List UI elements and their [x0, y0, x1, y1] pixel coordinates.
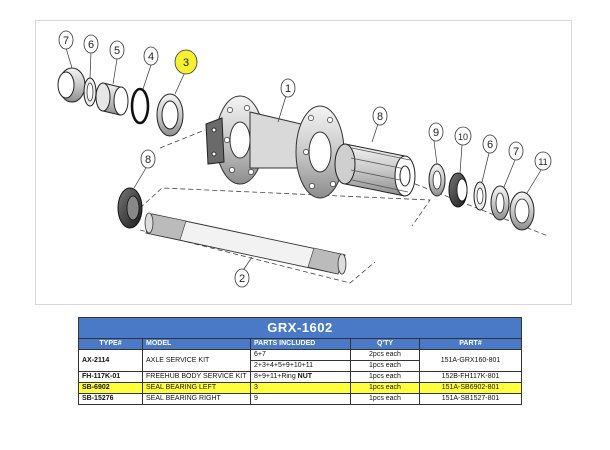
end-cap-7-right [490, 185, 510, 221]
callout-8-freehub: 8 [372, 106, 388, 126]
callout-4: 4 [143, 46, 159, 66]
bearing-7-left [57, 67, 86, 103]
callout-label: 3 [183, 57, 189, 69]
table-row: SB-15276 SEAL BEARING RIGHT 9 1pcs each … [78, 393, 522, 405]
type-cell: SB-15276 [78, 393, 143, 405]
model-cell: AXLE SERVICE KIT [142, 349, 251, 372]
callout-label: 6 [88, 39, 94, 51]
qty-cell: 1pcs each [350, 371, 420, 383]
callout-11: 11 [534, 151, 552, 171]
bearing-9-right [428, 163, 446, 197]
parts-cell: 9 [250, 393, 351, 405]
table-row: AX-2114 AXLE SERVICE KIT 6+7 2pcs each 1… [78, 349, 522, 372]
part-number-cell: 151A-GRX160-801 [419, 349, 522, 372]
part-number-cell: 152B-FH117K-801 [419, 371, 522, 383]
callout-label: 9 [433, 127, 439, 139]
freehub-body [334, 143, 416, 197]
col-part-number: PART# [419, 338, 522, 350]
parts-table: GRX-1602 TYPE# MODEL PARTS INCLUDED Q'TY… [78, 317, 522, 405]
hub-body [205, 95, 345, 199]
callout-label: 2 [239, 273, 245, 285]
parts-text: 8+9+11+Ring [254, 373, 296, 380]
qty-cell: 2pcs each [350, 349, 420, 361]
callout-label: 8 [377, 111, 383, 123]
callout-label: 8 [145, 154, 151, 166]
qty-cell: 1pcs each [350, 382, 420, 394]
qty-cell: 1pcs each [350, 393, 420, 405]
type-cell: SB-6902 [78, 382, 143, 394]
spacer-6-right [473, 181, 487, 211]
table-row: FH-117K-01 FREEHUB BODY SERVICE KIT 8+9+… [78, 371, 522, 383]
parts-cell: 8+9+11+Ring NUT [250, 371, 351, 383]
table-header-row: TYPE# MODEL PARTS INCLUDED Q'TY PART# [78, 338, 522, 350]
end-cap-11 [509, 191, 535, 231]
callout-label: 5 [114, 45, 120, 57]
type-cell: AX-2114 [78, 349, 143, 372]
ring-4 [130, 87, 150, 125]
callout-label: 7 [513, 146, 519, 158]
callout-7-left: 7 [58, 30, 74, 50]
parts-cell: 3 [250, 382, 351, 394]
qty-cell: 1pcs each [350, 360, 420, 372]
model-cell: SEAL BEARING LEFT [142, 382, 251, 394]
col-type: TYPE# [78, 338, 143, 350]
callout-label: 11 [538, 157, 547, 167]
model-cell: SEAL BEARING RIGHT [142, 393, 251, 405]
table-row-highlighted: SB-6902 SEAL BEARING LEFT 3 1pcs each 15… [78, 382, 522, 394]
callout-3-highlighted: 3 [174, 49, 198, 75]
exploded-parts-diagram: 7 6 5 4 3 1 8 8 9 10 6 7 [57, 30, 552, 288]
callout-label: 4 [148, 51, 154, 63]
ring-seal-8 [117, 187, 143, 229]
callout-7-right: 7 [508, 141, 524, 161]
table-title: GRX-1602 [78, 317, 522, 339]
callout-label: 6 [487, 139, 493, 151]
callout-6-right: 6 [482, 134, 498, 154]
callout-8-ring-seal: 8 [140, 149, 156, 169]
parts-cell: 6+7 [250, 349, 351, 361]
col-qty: Q'TY [350, 338, 420, 350]
seal-10 [448, 172, 468, 208]
callout-label: 1 [285, 83, 291, 95]
callout-9: 9 [428, 122, 444, 142]
callout-5: 5 [109, 40, 125, 60]
callout-6-left: 6 [83, 34, 99, 54]
end-cap-5 [95, 82, 129, 116]
bearing-3-left [156, 93, 184, 137]
parts-bold-text: NUT [297, 373, 313, 380]
part-number-cell: 151A-SB1527-801 [419, 393, 522, 405]
type-cell: FH-117K-01 [78, 371, 143, 383]
diagram-frame [35, 20, 572, 305]
model-cell: FREEHUB BODY SERVICE KIT [142, 371, 251, 383]
callout-10: 10 [454, 126, 472, 146]
part-number-cell: 151A-SB6902-801 [419, 382, 522, 394]
parts-cell: 2+3+4+5+9+10+11 [250, 360, 351, 372]
callout-label: 7 [63, 35, 69, 47]
callout-1: 1 [280, 78, 296, 98]
callout-leaders [65, 47, 542, 270]
axle [144, 212, 347, 275]
callout-2: 2 [234, 268, 250, 288]
spacer-6-left [83, 77, 97, 107]
col-model: MODEL [142, 338, 251, 350]
col-parts-included: PARTS INCLUDED [250, 338, 351, 350]
callout-label: 10 [458, 132, 468, 142]
